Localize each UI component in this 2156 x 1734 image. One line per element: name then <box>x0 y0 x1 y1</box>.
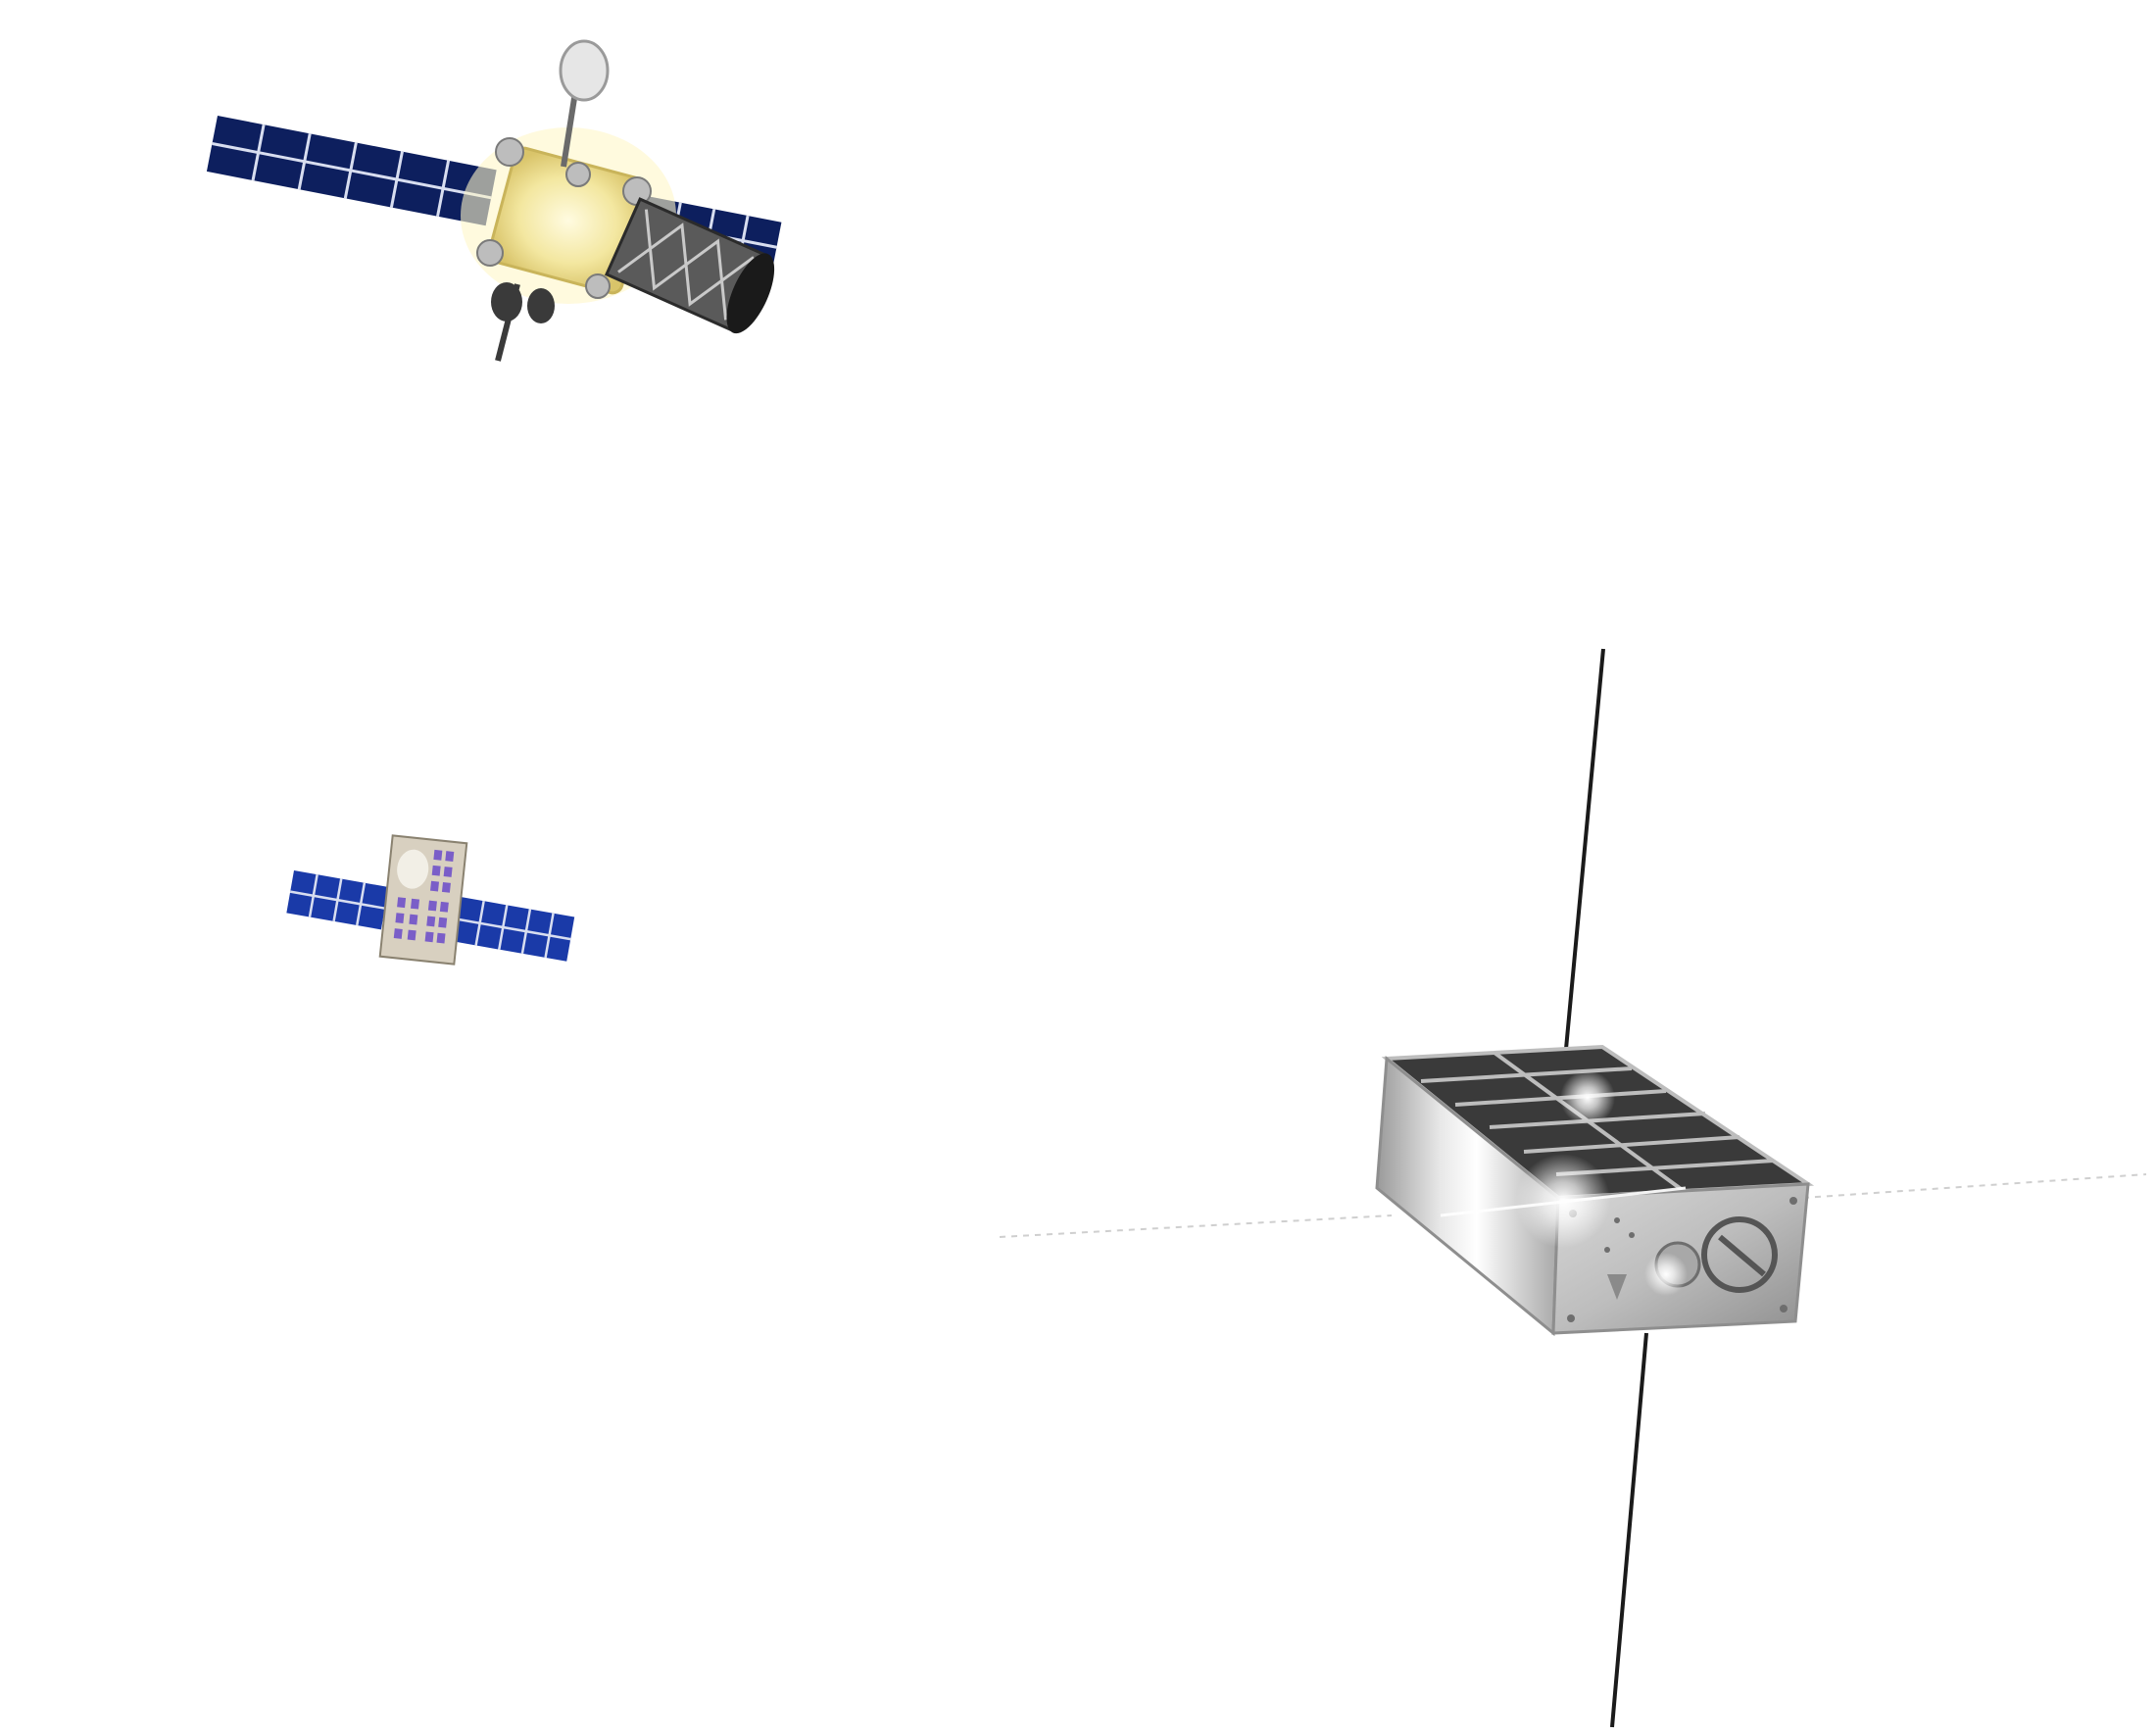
large-satellite-thruster <box>565 162 591 187</box>
large-satellite-thruster <box>495 137 524 167</box>
large-satellite-thruster <box>585 273 611 299</box>
small-satellite-body <box>378 834 468 966</box>
cubesat-bottom-antenna <box>1610 1332 1648 1728</box>
cubesat-lens-flare <box>1560 1070 1615 1125</box>
large-satellite-cylinder <box>604 197 775 334</box>
large-satellite-thruster <box>476 239 504 267</box>
cubesat-lens-flare <box>1644 1253 1688 1296</box>
cubesat-logo-icon-stroke <box>1718 1234 1766 1277</box>
cubesat-logo-icon <box>1701 1216 1778 1293</box>
small-satellite-right-solar-panel <box>453 897 575 962</box>
cubesat <box>999 648 2147 1728</box>
small-satellite <box>286 834 575 966</box>
cubesat-flare-streak <box>1440 1186 1687 1217</box>
large-satellite-dish-icon <box>559 39 610 102</box>
cubesat-top-antenna <box>1564 648 1605 1050</box>
large-satellite <box>206 39 782 362</box>
large-satellite-lower-dish-icon <box>491 282 522 322</box>
cubesat-triangle-mark <box>1607 1274 1627 1300</box>
small-satellite-left-solar-panel <box>286 870 389 930</box>
cubesat-right-antenna <box>1802 1173 2147 1199</box>
large-satellite-lower-dish-icon <box>527 288 555 323</box>
large-satellite-left-solar-panel <box>206 116 497 226</box>
